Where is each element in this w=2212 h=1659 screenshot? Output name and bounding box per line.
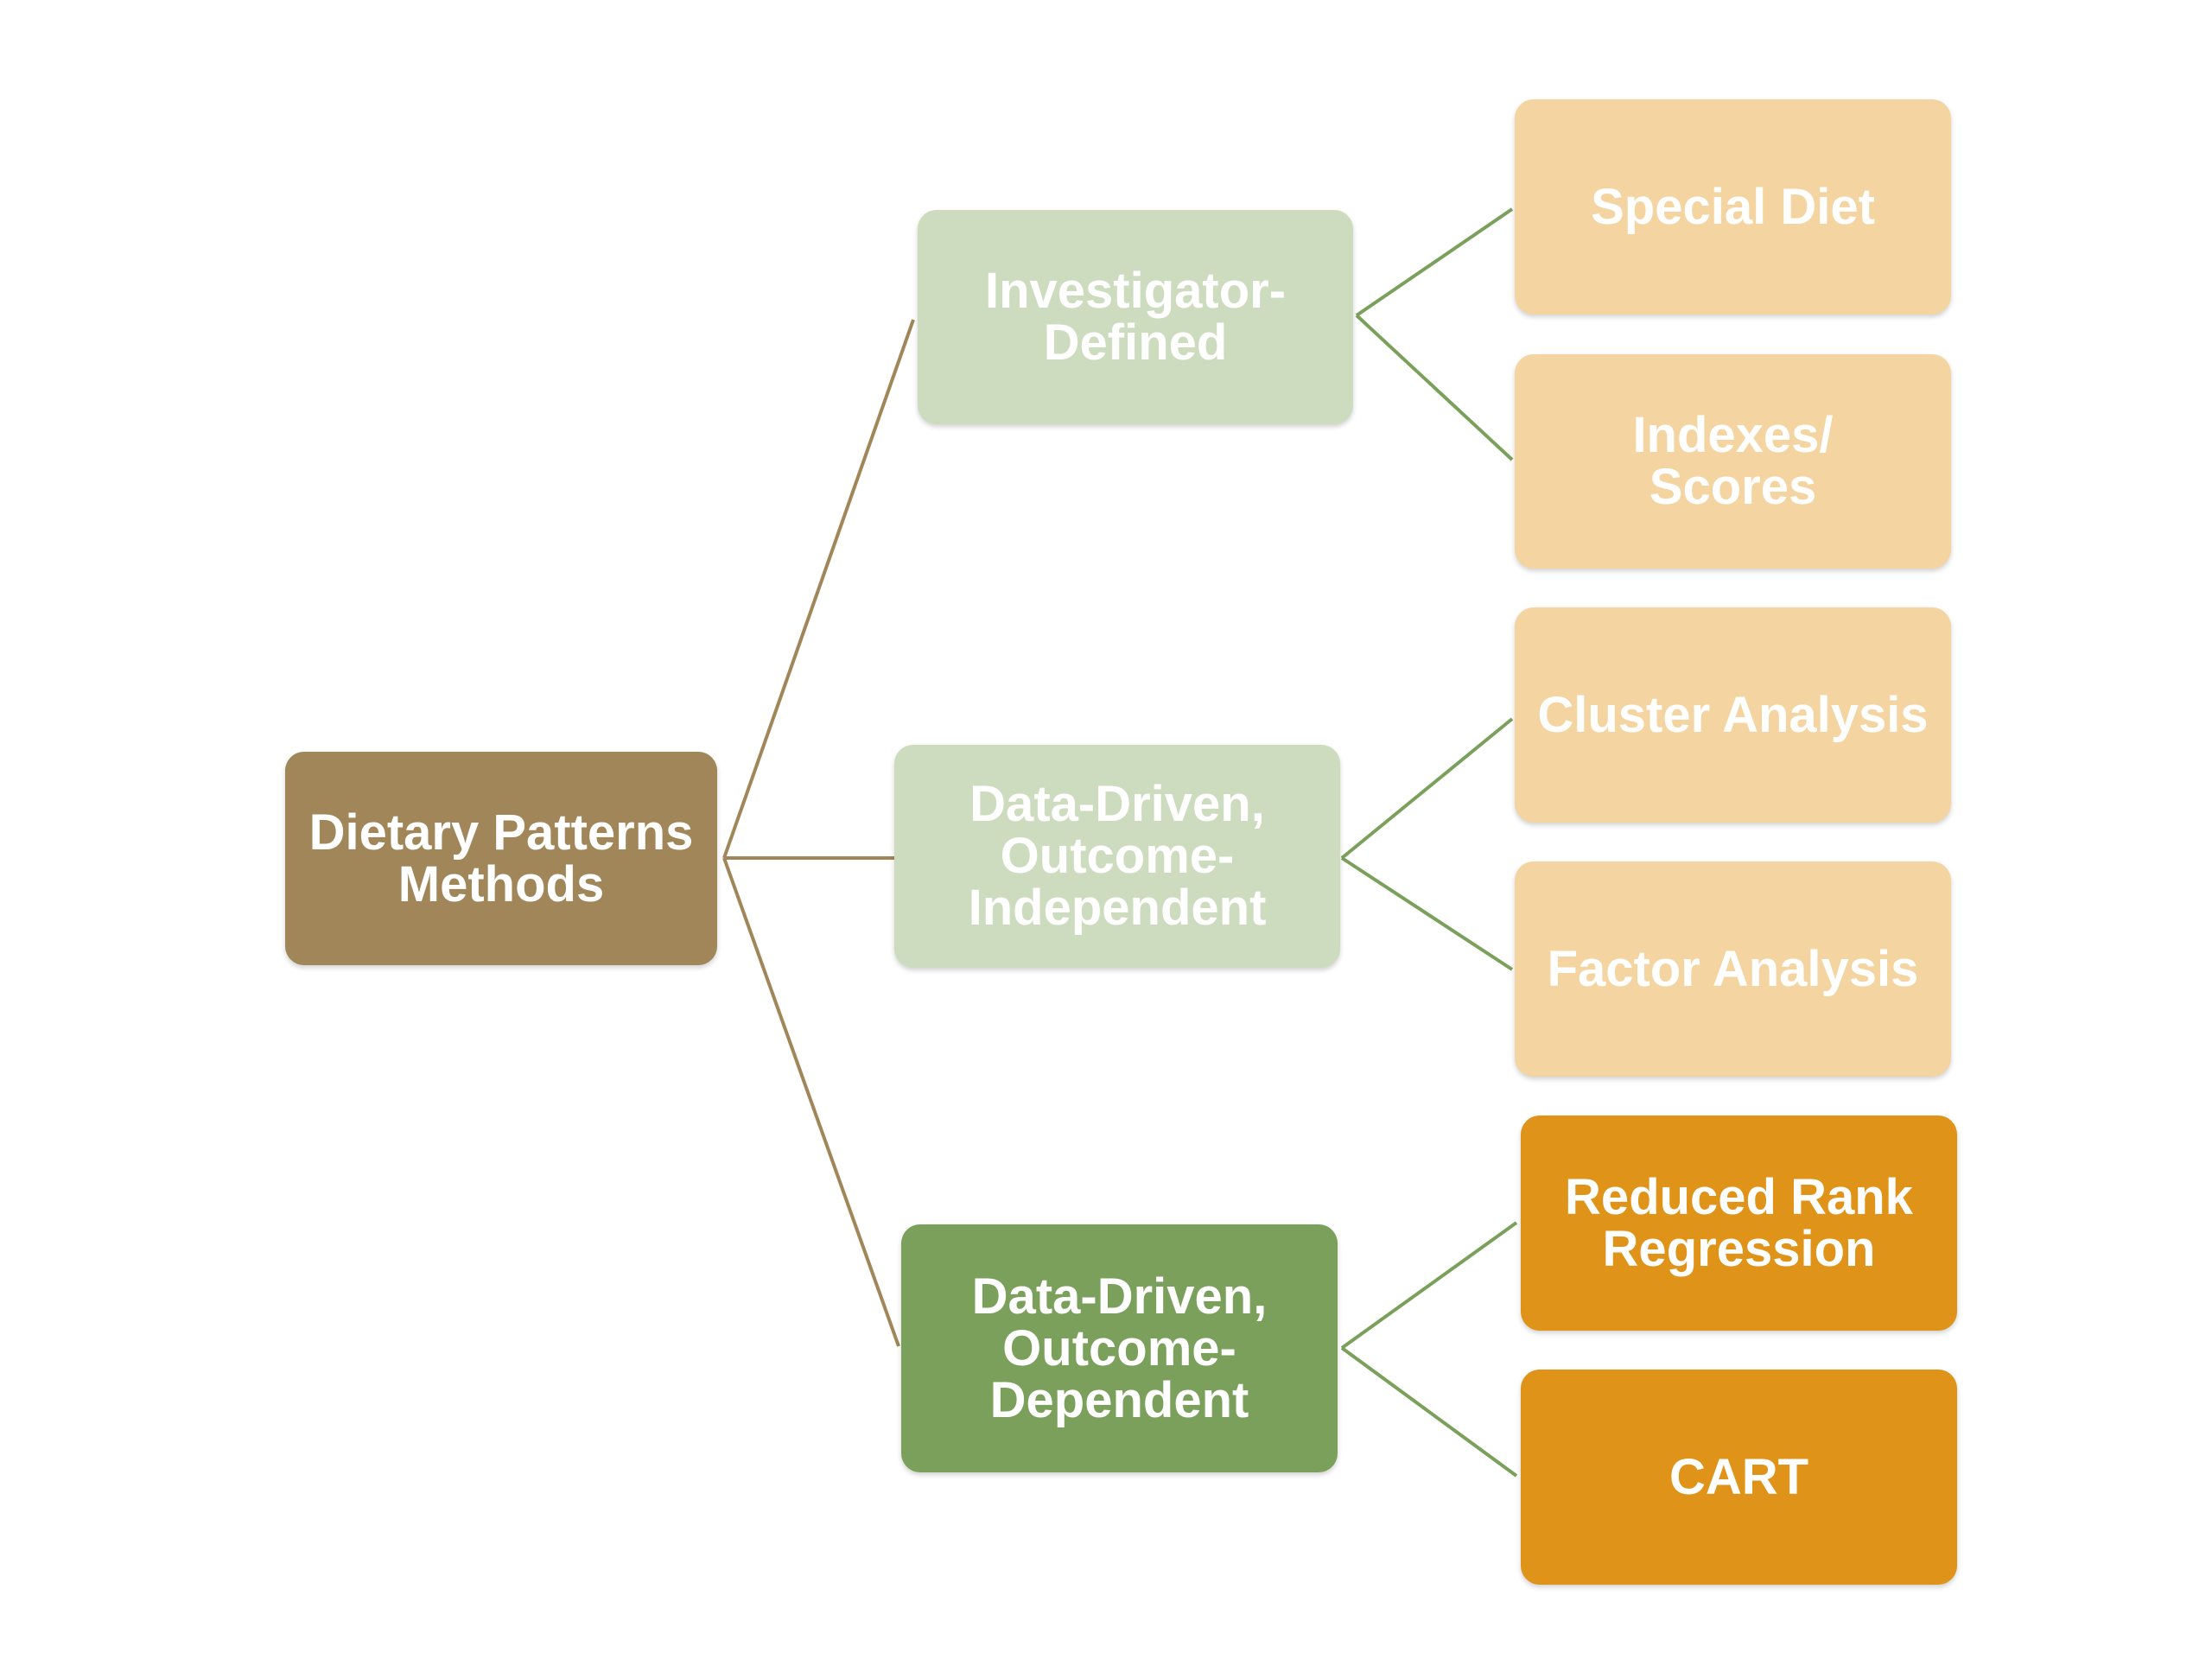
method-node-cart: CART [1521,1370,1957,1585]
connector-investigator-special [1355,207,1514,317]
root-node-dietary-patterns-methods: Dietary Patterns Methods [285,752,717,965]
connector-root-investigator [722,319,915,859]
connector-root-dependent [722,857,900,1347]
connector-independent-cluster [1340,717,1514,860]
method-node-cluster-analysis: Cluster Analysis [1515,607,1951,823]
category-node-outcome-dependent: Data-Driven, Outcome- Dependent [901,1224,1338,1472]
method-node-factor-analysis: Factor Analysis [1515,861,1951,1077]
method-node-special-diet: Special Diet [1515,99,1951,315]
method-node-indexes-scores: Indexes/ Scores [1515,354,1951,569]
connector-independent-factor [1340,856,1514,971]
category-node-outcome-independent: Data-Driven, Outcome- Independent [894,745,1340,968]
category-node-investigator-defined: Investigator- Defined [918,210,1353,424]
method-node-reduced-rank-regression: Reduced Rank Regression [1521,1116,1957,1331]
connector-investigator-indexes [1355,314,1514,461]
connector-dependent-rrr [1340,1221,1518,1350]
connector-dependent-cart [1340,1346,1518,1478]
